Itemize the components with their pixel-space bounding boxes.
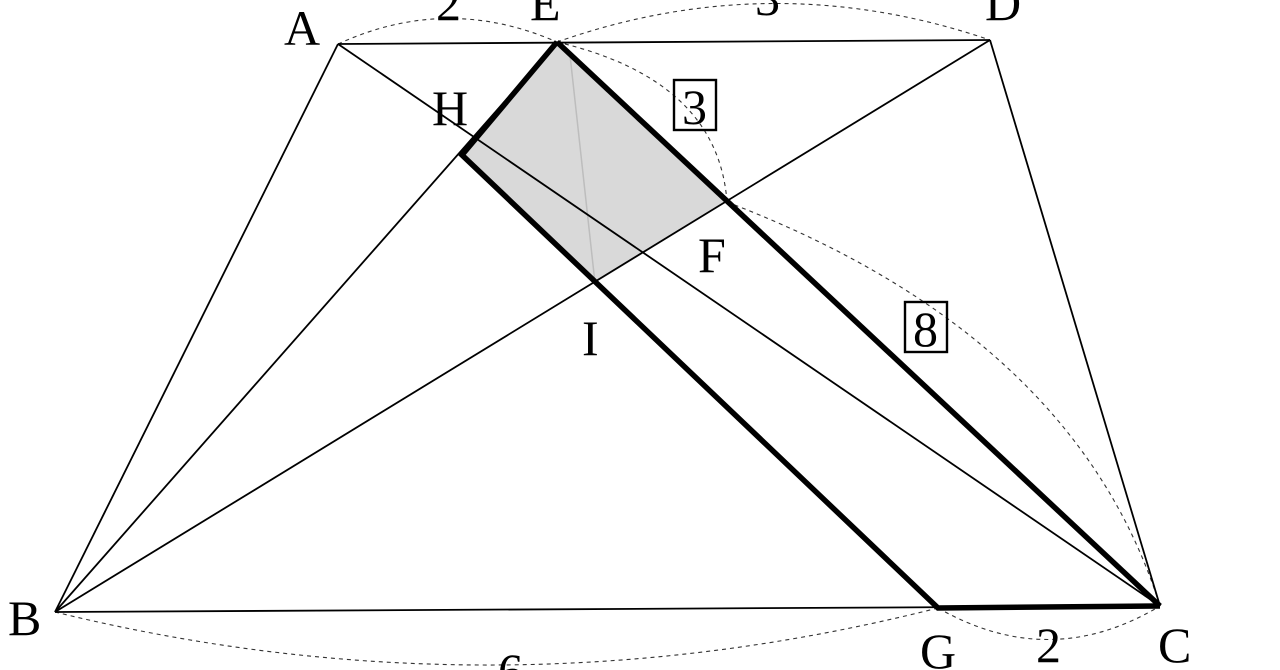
thick-line-ec <box>555 39 1162 609</box>
side-ab <box>54 43 339 613</box>
length-ed: 3 <box>755 0 780 26</box>
label-d: D <box>985 0 1021 31</box>
arc-gc <box>937 605 1161 641</box>
diagonal-bd <box>54 39 991 613</box>
faint-line-ei <box>569 54 596 284</box>
arc-ed <box>556 2 991 43</box>
arc-fc <box>726 201 1161 607</box>
length-gc: 2 <box>1036 617 1061 670</box>
label-e: E <box>530 0 561 31</box>
length-bg: 6 <box>498 643 523 670</box>
length-ae: 2 <box>436 0 461 31</box>
side-ad <box>337 39 991 45</box>
line-be <box>54 41 558 613</box>
length-fc: 8 <box>913 301 938 357</box>
label-g: G <box>920 623 956 670</box>
length-ef-box <box>672 78 718 132</box>
arc-ae <box>337 17 558 45</box>
label-c: C <box>1158 617 1191 670</box>
shaded-region <box>462 42 727 283</box>
length-fc-box <box>903 300 949 354</box>
label-a: A <box>284 0 320 56</box>
label-i: I <box>582 310 599 366</box>
length-ef: 3 <box>682 79 707 135</box>
side-dc <box>989 39 1161 607</box>
label-f: F <box>698 227 726 283</box>
label-h: H <box>432 80 468 136</box>
arc-bg <box>54 607 939 666</box>
label-b: B <box>8 590 41 646</box>
arc-ef <box>556 41 728 203</box>
thick-path-e-h-g-c <box>458 40 1161 611</box>
